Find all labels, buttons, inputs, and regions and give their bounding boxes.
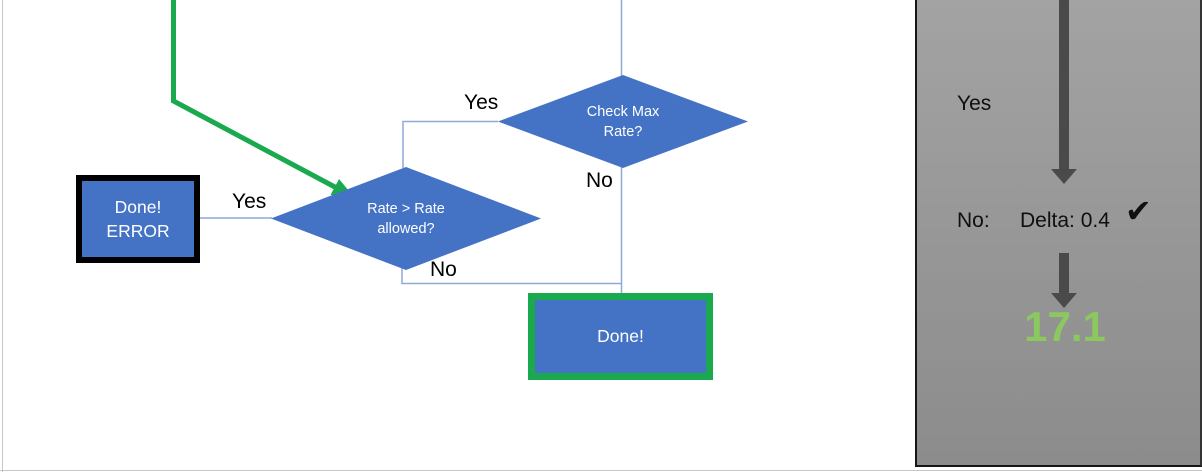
node-check-max-rate-label: Check Max Rate? [586,103,660,140]
edge-label-check-max-no: No [586,169,613,192]
edge-label-rate-allowed-yes: Yes [232,190,267,213]
highlight-path-arrow [171,0,355,198]
node-done-label: Done! [597,326,644,347]
down-arrow-2-head-icon [1051,293,1077,308]
panel-result-value: 17.1 [1024,303,1106,350]
edge-label-rate-allowed-no: No [430,258,457,281]
node-done-error-label: Done! ERROR [106,196,170,242]
down-arrow-2-shaft [1059,253,1069,293]
down-arrow-1-shaft [1059,0,1069,169]
panel-no-label: No: [957,209,990,232]
panel-delta-value: Delta: 0.4 [1020,209,1110,232]
down-arrow-1-head-icon [1051,169,1077,184]
panel-yes-label: Yes [957,92,992,115]
slide-left-edge-line [2,0,3,472]
connector-rate-allowed-no [401,268,622,285]
connector-check-max-yes [402,120,498,168]
edge-label-check-max-yes: Yes [464,91,499,114]
side-panel: Yes No: Delta: 0.4 ✔ 17.1 [915,0,1202,467]
slide-bottom-edge-line [0,470,1202,471]
node-rate-allowed-label: Rate > Rate allowed? [367,200,445,237]
checkmark-icon: ✔ [1125,193,1152,229]
node-done: Done! [528,293,713,380]
node-done-error: Done! ERROR [76,175,200,263]
